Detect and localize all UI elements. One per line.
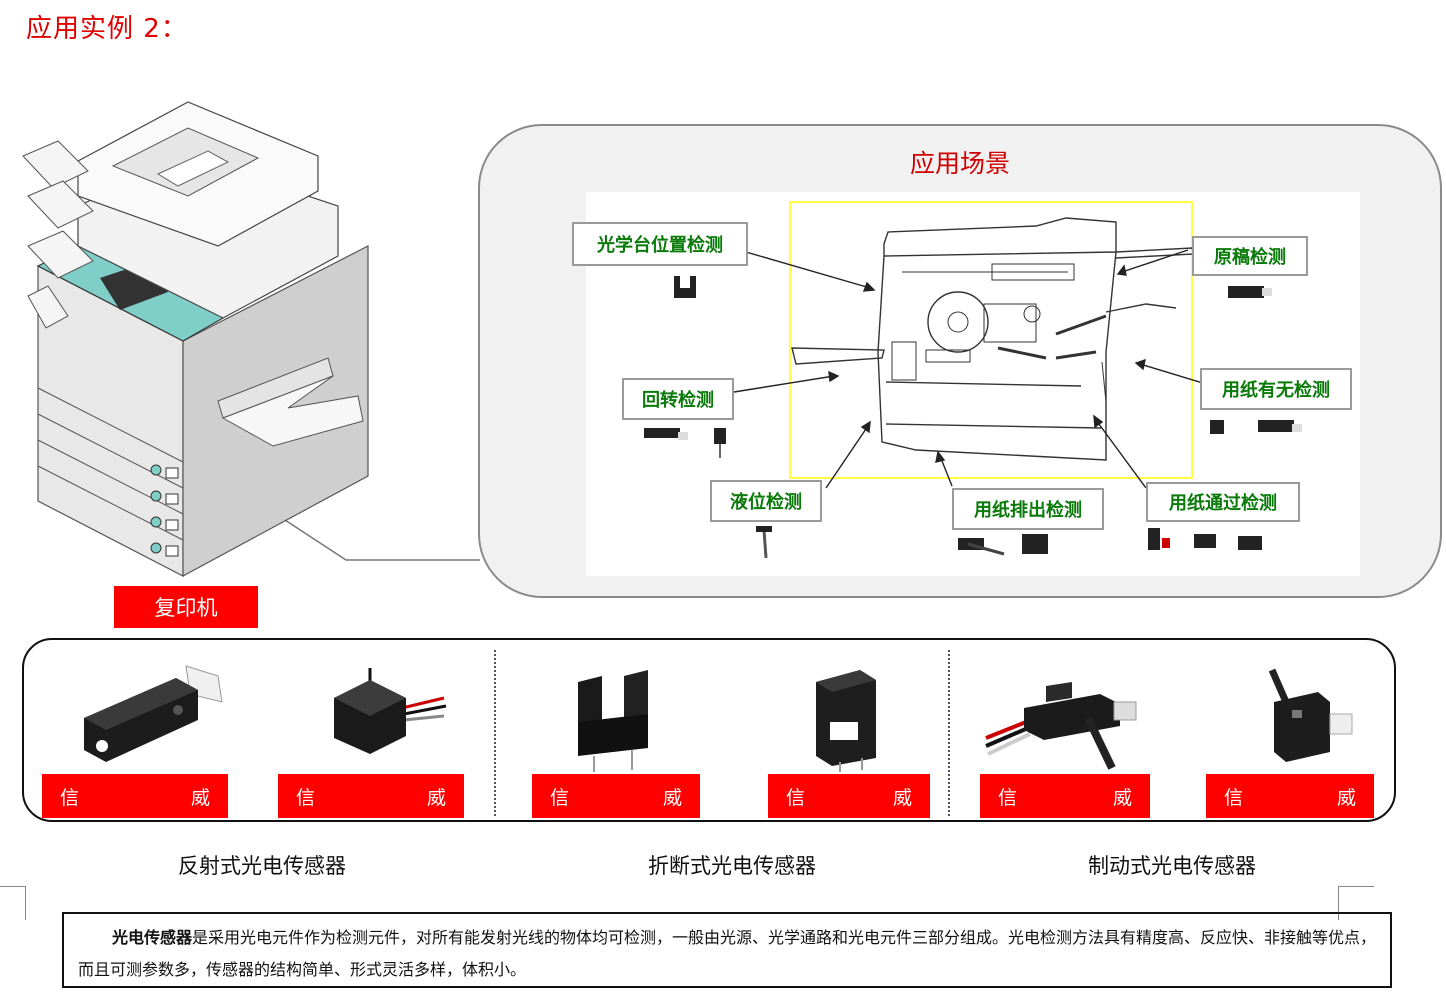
label-paper-pass-detection: 用纸通过检测: [1146, 482, 1300, 522]
brand-bar: 信 威: [768, 774, 930, 818]
description-box: 光电传感器是采用光电元件作为检测元件，对所有能发射光线的物体均可检测，一般由光源…: [62, 912, 1392, 988]
brand-char-right: 威: [892, 786, 912, 809]
brand-bar: 信 威: [980, 774, 1150, 818]
sensor-strip: 信 威 信 威 信 威 信 威 信 威 信 威: [22, 638, 1396, 822]
corner-mark-right: [1338, 886, 1374, 920]
brand-char-left: 信: [786, 786, 806, 809]
brand-char-left: 信: [998, 786, 1018, 809]
description-term: 光电传感器: [112, 928, 193, 947]
brand-char-right: 威: [1112, 786, 1132, 809]
category-reflective: 反射式光电传感器: [178, 854, 346, 878]
copier-cross-section-diagram: [644, 201, 1302, 559]
brand-bar: 信 威: [532, 774, 700, 818]
brand-bar: 信 威: [42, 774, 228, 818]
slot-sensor-image: [578, 670, 648, 772]
description-text: 是采用光电元件作为检测元件，对所有能发射光线的物体均可检测，一般由光源、光学通路…: [78, 928, 1377, 979]
category-slot: 折断式光电传感器: [648, 854, 816, 878]
label-liquid-level-detection: 液位检测: [710, 480, 822, 522]
brand-bar: 信 威: [1206, 774, 1374, 818]
label-paper-exit-detection: 用纸排出检测: [952, 488, 1104, 530]
reflective-cube-sensor-image: [334, 668, 447, 754]
brand-char-left: 信: [296, 786, 316, 809]
brand-char-right: 威: [190, 786, 210, 809]
slot-tab-sensor-image: [816, 670, 876, 772]
brand-char-right: 威: [1336, 786, 1356, 809]
lever-sensor-image: [985, 682, 1137, 770]
label-rotation-detection: 回转检测: [622, 378, 734, 420]
copier-illustration: [22, 101, 369, 578]
actuator-sensor-image: [1268, 668, 1353, 762]
label-original-detection: 原稿检测: [1192, 236, 1308, 276]
application-scene-panel: 应用场景: [478, 124, 1442, 598]
brand-char-left: 信: [550, 786, 570, 809]
brand-char-left: 信: [60, 786, 80, 809]
label-optical-stage-detection: 光学台位置检测: [572, 222, 748, 266]
brand-bar: 信 威: [278, 774, 464, 818]
label-paper-presence-detection: 用纸有无检测: [1200, 368, 1352, 410]
strip-divider: [948, 650, 950, 816]
corner-mark-left: [0, 886, 26, 920]
brand-char-right: 威: [426, 786, 446, 809]
scene-canvas: 光学台位置检测 原稿检测 回转检测 用纸有无检测 液位检测 用纸排出检测 用纸通…: [572, 192, 1360, 576]
category-actuator: 制动式光电传感器: [1088, 854, 1256, 878]
reflective-sensor-image: [84, 665, 223, 762]
scene-title: 应用场景: [909, 149, 1010, 178]
page-title: 应用实例 2：: [26, 14, 188, 44]
brand-char-left: 信: [1224, 786, 1244, 809]
strip-divider: [494, 650, 496, 816]
copier-label: 复印机: [114, 586, 258, 628]
brand-char-right: 威: [662, 786, 682, 809]
